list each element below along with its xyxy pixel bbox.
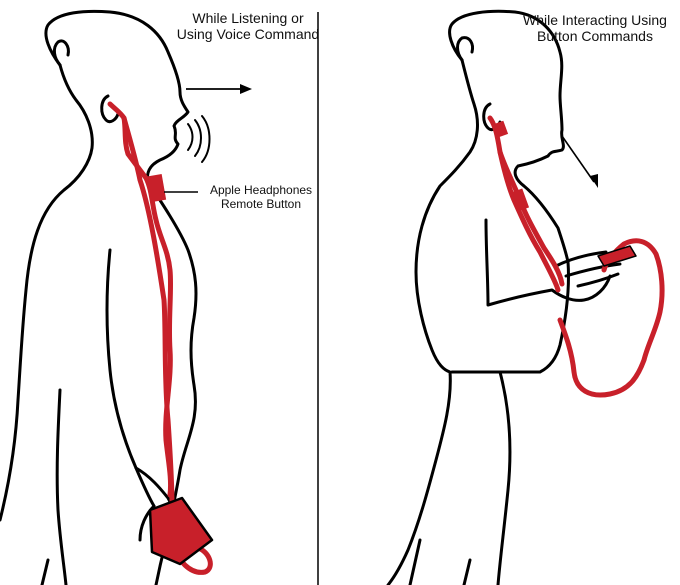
left-person-back-outline (0, 65, 92, 520)
right-person-back-outline (388, 60, 477, 585)
right-leg-3 (410, 540, 420, 585)
left-caption: While Listening or Using Voice Command (168, 10, 328, 42)
left-arm (107, 250, 154, 506)
right-gaze-arrow (562, 136, 598, 188)
right-caption-line2: Button Commands (515, 28, 675, 44)
callout-line1: Apple Headphones (196, 184, 326, 198)
right-person-silhouette (388, 11, 620, 585)
right-inline-remote (511, 189, 529, 212)
callout-line2: Remote Button (196, 198, 326, 212)
left-hair-bun (54, 41, 68, 65)
right-leg-2 (464, 560, 470, 585)
left-leg-2 (42, 560, 48, 585)
left-caption-line1: While Listening or (168, 10, 328, 26)
right-leg (498, 372, 510, 585)
left-person-silhouette (0, 11, 196, 585)
left-leg (57, 390, 66, 585)
sound-waves-icon (188, 116, 210, 162)
right-hair-bun (458, 38, 473, 60)
right-caption-line1: While Interacting Using (515, 12, 675, 28)
left-caption-line2: Using Voice Command (168, 26, 328, 42)
right-person-outline (450, 11, 568, 262)
left-phone (150, 498, 212, 564)
right-caption: While Interacting Using Button Commands (515, 12, 675, 44)
remote-button-callout: Apple Headphones Remote Button (196, 184, 326, 212)
left-direction-arrow (186, 84, 252, 94)
